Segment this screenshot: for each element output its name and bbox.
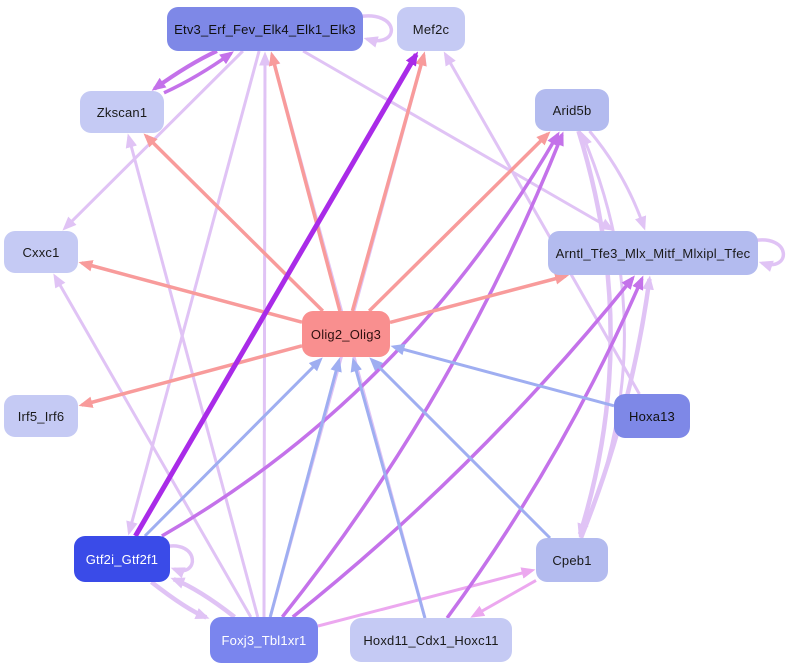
edge-foxj3-cxxc1 <box>53 273 253 618</box>
edge-olig2-mef2c <box>350 51 427 312</box>
node-hoxa13: Hoxa13 <box>614 394 690 438</box>
edge-gtf2i-arid5b <box>161 131 560 538</box>
edge-olig2-zkscan1 <box>143 133 325 313</box>
edge-zkscan1-etv3 <box>163 51 234 95</box>
edge-foxj3-arid5b <box>280 131 564 619</box>
edge-olig2-arid5b <box>367 131 551 313</box>
edge-foxj3-olig2 <box>268 357 342 618</box>
edge-olig2-irf5 <box>78 344 303 408</box>
edge-arntl-arntl-self-loop <box>751 238 786 272</box>
edge-foxj3-cpeb1 <box>317 567 536 628</box>
edge-hoxa13-olig2 <box>390 343 615 408</box>
edge-gtf2i-gtf2i-self-loop <box>163 544 195 579</box>
edge-olig2-arntl <box>389 273 570 325</box>
node-cxxc1: Cxxc1 <box>4 231 78 273</box>
edge-arid5b-cpeb1 <box>576 130 613 538</box>
edge-foxj3-etv3 <box>259 51 271 618</box>
node-mef2c: Mef2c <box>397 7 465 51</box>
node-hoxd11: Hoxd11_Cdx1_Hoxc11 <box>350 618 512 662</box>
edge-hoxd11-arntl <box>445 275 644 620</box>
edge-olig2-cxxc1 <box>78 260 303 324</box>
node-gtf2i: Gtf2i_Gtf2f1 <box>74 536 170 582</box>
edge-hoxa13-mef2c <box>443 51 641 395</box>
node-arid5b: Arid5b <box>535 89 609 131</box>
edge-arid5b-arntl <box>588 130 647 231</box>
node-irf5: Irf5_Irf6 <box>4 395 78 437</box>
edge-etv3-etv3-self-loop <box>356 14 394 48</box>
edge-olig2-etv3 <box>268 51 342 312</box>
node-foxj3: Foxj3_Tbl1xr1 <box>210 617 318 663</box>
node-arntl: Arntl_Tfe3_Mlx_Mitf_Mlxipl_Tfec <box>548 231 758 275</box>
edge-gtf2i-foxj3 <box>150 580 210 620</box>
edge-hoxd11-olig2 <box>350 357 427 619</box>
edge-gtf2i-olig2 <box>143 357 323 538</box>
edge-etv3-zkscan1 <box>151 49 218 91</box>
edge-cpeb1-olig2 <box>369 357 552 540</box>
edge-cpeb1-hoxd11 <box>470 579 537 618</box>
edge-foxj3-gtf2i <box>170 577 236 619</box>
node-etv3: Etv3_Erf_Fev_Elk4_Elk1_Elk3 <box>167 7 363 51</box>
node-zkscan1: Zkscan1 <box>80 91 164 133</box>
node-cpeb1: Cpeb1 <box>536 538 608 582</box>
edge-gtf2i-mef2c <box>133 51 419 538</box>
node-olig2: Olig2_Olig3 <box>302 311 390 357</box>
edge-etv3-cxxc1 <box>62 49 244 231</box>
edge-etv3-arntl <box>302 49 615 231</box>
